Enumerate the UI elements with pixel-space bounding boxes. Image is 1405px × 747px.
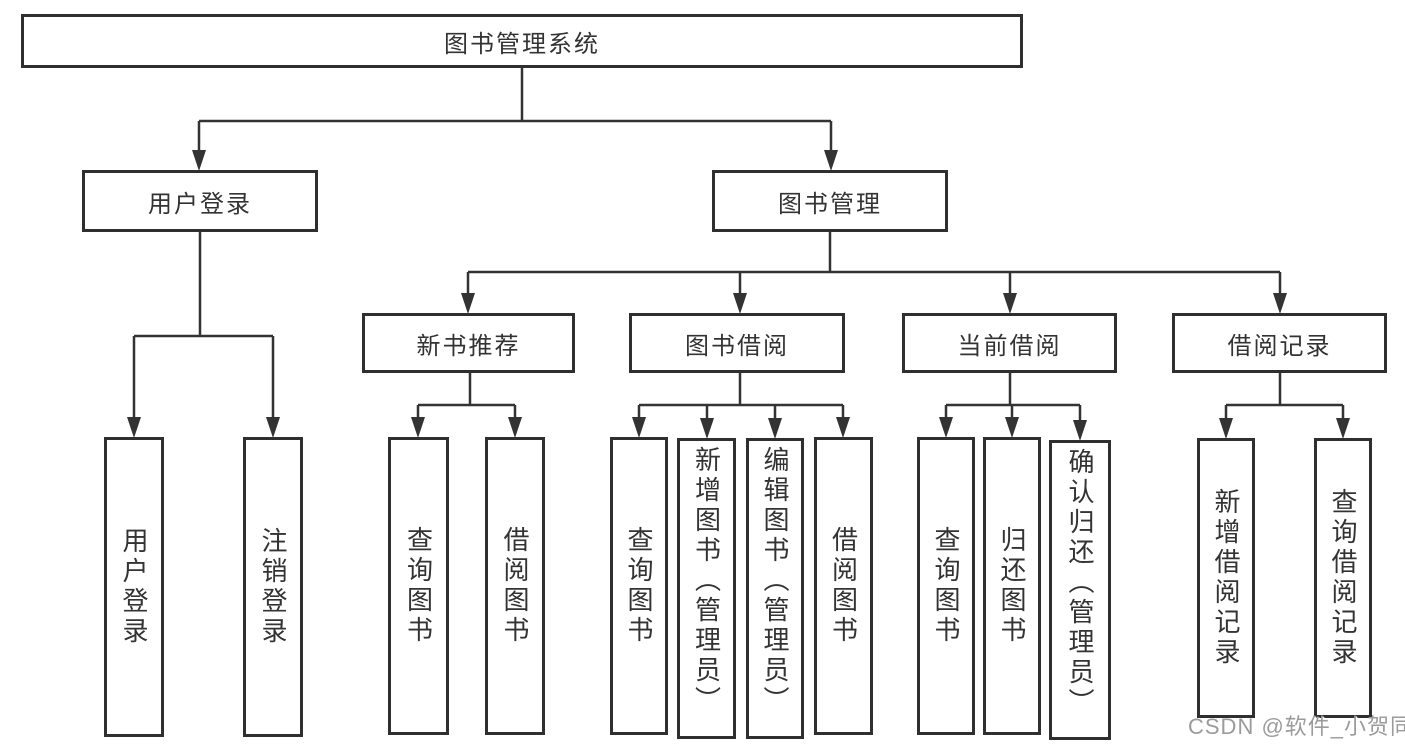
leaf-query-books-current: 查询图书	[917, 437, 975, 735]
node-user-login-label: 用户登录	[148, 190, 252, 218]
node-root-label: 图书管理系统	[444, 30, 600, 58]
node-user-login: 用户登录	[82, 170, 318, 232]
leaf-logout: 注销登录	[243, 437, 303, 737]
leaf-add-books-admin-label: 新增图书（管理员）	[691, 446, 722, 716]
csdn-watermark: CSDN @软件_小贺同学	[1188, 714, 1405, 739]
leaf-add-borrow-record-label: 新增借阅记录	[1211, 488, 1241, 668]
node-book-management: 图书管理	[712, 170, 948, 232]
leaf-query-borrow-record: 查询借阅记录	[1314, 438, 1372, 718]
leaf-query-books-recommend: 查询图书	[388, 437, 449, 735]
node-new-book-recommend: 新书推荐	[362, 313, 575, 373]
leaf-edit-books-admin: 编辑图书（管理员）	[746, 438, 804, 739]
leaf-borrow-books-recommend: 借阅图书	[485, 437, 545, 735]
node-root: 图书管理系统	[21, 14, 1023, 68]
leaf-borrow-books-recommend-label: 借阅图书	[500, 526, 530, 646]
node-current-borrowing-label: 当前借阅	[957, 332, 1062, 360]
tree-edges	[132, 68, 1345, 426]
leaf-borrow-books-borrowing-label: 借阅图书	[828, 526, 859, 646]
node-book-management-label: 图书管理	[778, 190, 882, 218]
node-book-borrowing: 图书借阅	[629, 313, 845, 373]
leaf-query-books-recommend-label: 查询图书	[403, 526, 434, 646]
leaf-user-login: 用户登录	[104, 437, 164, 737]
leaf-query-books-borrowing-label: 查询图书	[624, 526, 654, 646]
leaf-confirm-return-admin: 确认归还（管理员）	[1049, 440, 1111, 740]
leaf-add-books-admin: 新增图书（管理员）	[677, 438, 736, 739]
leaf-confirm-return-admin-label: 确认归还（管理员）	[1065, 448, 1095, 718]
leaf-edit-books-admin-label: 编辑图书（管理员）	[760, 446, 790, 716]
leaf-user-login-label: 用户登录	[119, 527, 149, 647]
leaf-return-books-label: 归还图书	[997, 526, 1027, 646]
leaf-return-books: 归还图书	[983, 437, 1041, 735]
node-borrowing-records: 借阅记录	[1172, 313, 1387, 373]
leaf-query-books-current-label: 查询图书	[931, 526, 961, 646]
leaf-query-books-borrowing: 查询图书	[610, 437, 668, 735]
leaf-add-borrow-record: 新增借阅记录	[1197, 438, 1255, 718]
node-current-borrowing: 当前借阅	[902, 313, 1117, 373]
leaf-logout-label: 注销登录	[258, 527, 288, 647]
leaf-query-borrow-record-label: 查询借阅记录	[1328, 488, 1358, 668]
node-book-borrowing-label: 图书借阅	[685, 332, 789, 360]
node-borrowing-records-label: 借阅记录	[1227, 332, 1332, 360]
arrowheads	[127, 150, 1350, 441]
leaf-borrow-books-borrowing: 借阅图书	[814, 437, 873, 735]
node-new-book-recommend-label: 新书推荐	[416, 332, 521, 360]
